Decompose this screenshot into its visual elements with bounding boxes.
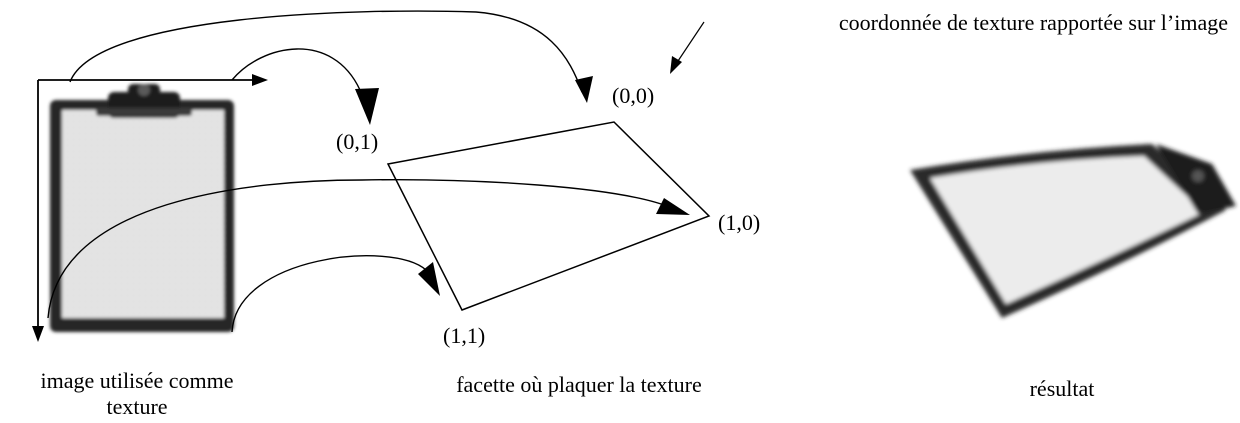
result-clipboard-image	[910, 144, 1236, 318]
mapping-arrows	[47, 10, 673, 333]
arrowhead-01	[355, 88, 379, 125]
mapping-arrowheads	[355, 76, 690, 296]
arrow-corner-10	[47, 179, 673, 319]
corner-label-10: (1,0)	[718, 210, 760, 235]
caption-facet: facette où plaquer la texture	[456, 372, 702, 397]
annotation-pointer	[670, 21, 705, 74]
caption-texture-line2: texture	[106, 394, 167, 419]
corner-label-00: (0,0)	[612, 83, 654, 108]
texture-axes	[32, 74, 268, 342]
arrow-corner-00	[69, 10, 583, 93]
caption-result: résultat	[1030, 376, 1095, 401]
arrowhead-00	[575, 76, 593, 103]
caption-texture-line1: image utilisée comme	[40, 368, 233, 393]
corner-label-11: (1,1)	[443, 323, 485, 348]
arrow-corner-11	[231, 255, 427, 333]
arrowhead-10	[656, 198, 690, 215]
texture-clipboard-image	[50, 84, 234, 332]
annotation-label: coordonnée de texture rapportée sur l’im…	[839, 10, 1228, 35]
arrow-corner-01	[231, 48, 361, 91]
facet-quadrilateral	[386, 121, 711, 311]
arrowhead-11	[418, 262, 440, 296]
corner-label-01: (0,1)	[336, 129, 378, 154]
